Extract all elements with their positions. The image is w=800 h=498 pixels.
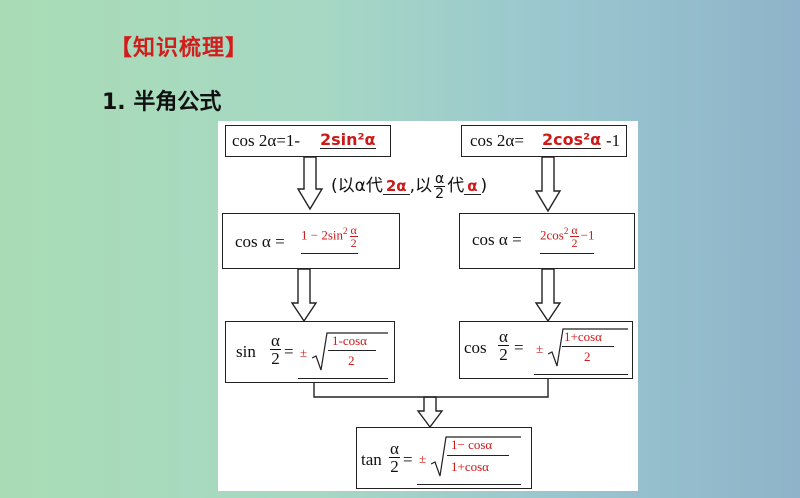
- answer-blank: ± 1-cosα 2: [298, 330, 388, 379]
- formula-lhs: cos α =: [472, 230, 522, 249]
- answer-blank: 2cos²α: [542, 130, 602, 149]
- formula-lhs: cos 2α=: [470, 131, 524, 150]
- arrow-down-1: [296, 156, 324, 211]
- arrow-down-3: [290, 268, 318, 323]
- arrow-down-5: [416, 396, 444, 429]
- join-line: [313, 379, 549, 398]
- fn-name: tan: [361, 450, 382, 469]
- fn-name: cos: [464, 338, 487, 357]
- diagram-connectors: [290, 156, 562, 429]
- answer-blank: 2sin²α: [320, 130, 376, 149]
- arrow-down-2: [534, 156, 562, 213]
- answer-blank: ± 1+cosα 2: [534, 326, 628, 375]
- formula-lhs: cos 2α=1-: [232, 131, 301, 150]
- heading-half-angle: 1. 半角公式: [102, 90, 222, 115]
- formula-tail: -1: [606, 131, 621, 150]
- fn-name: sin: [236, 342, 256, 361]
- section-title: 【知识梳理】: [110, 36, 249, 61]
- formula-lhs: cos α =: [235, 232, 285, 251]
- arrow-down-4: [534, 268, 562, 323]
- answer-blank: ± 1− cosα 1+cosα: [417, 434, 521, 485]
- box-cos2a-sin: cos 2α=1- 2sin²α: [225, 125, 391, 157]
- box-cos2a-cos: cos 2α= 2cos²α -1: [461, 125, 627, 157]
